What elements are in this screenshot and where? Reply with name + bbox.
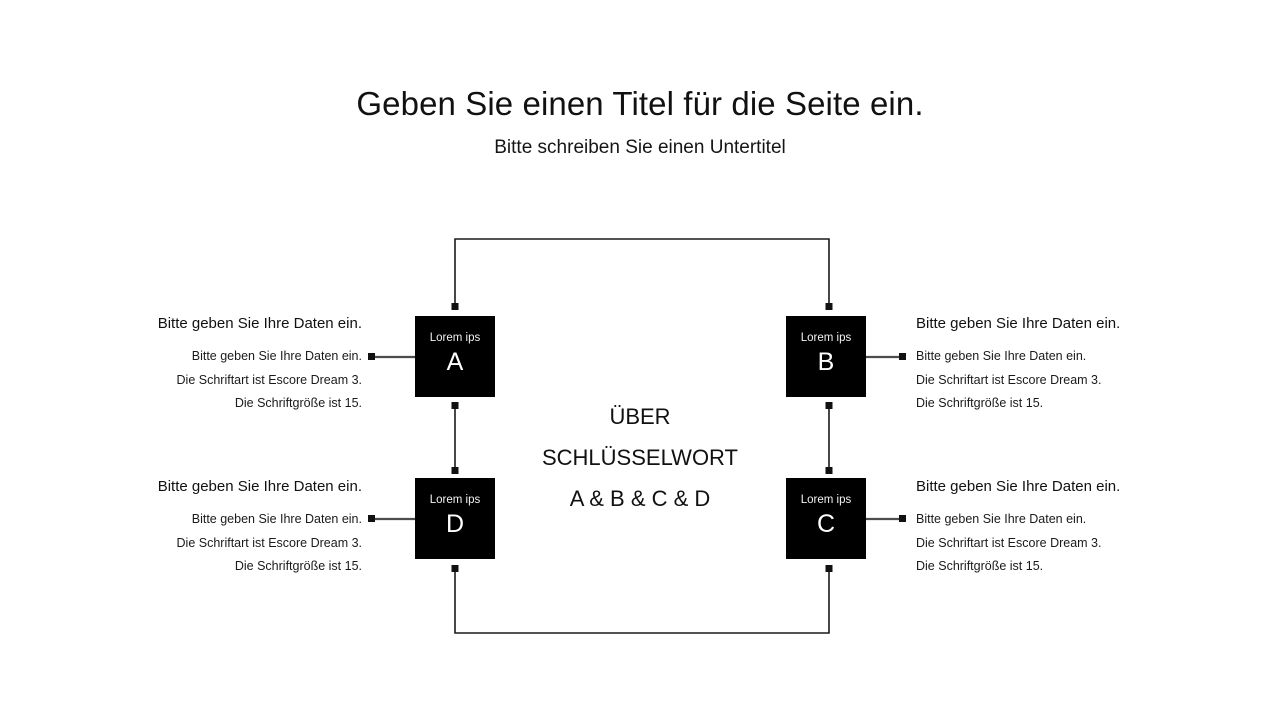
text-block-b-body: Bitte geben Sie Ihre Daten ein. Die Schr… <box>916 345 1166 416</box>
text-block-d-line-3: Die Schriftgröße ist 15. <box>234 559 362 573</box>
text-block-c-body: Bitte geben Sie Ihre Daten ein. Die Schr… <box>916 508 1166 579</box>
connector-left-a-d <box>451 402 459 474</box>
leader-line-d <box>368 515 415 522</box>
text-block-b-line-2: Die Schriftart ist Escore Dream 3. <box>916 372 1102 387</box>
text-block-c-line-3: Die Schriftgröße ist 15. <box>916 559 1044 573</box>
text-block-a[interactable]: Bitte geben Sie Ihre Daten ein. Bitte ge… <box>112 315 362 416</box>
node-letter-a: A <box>446 348 464 376</box>
text-block-b[interactable]: Bitte geben Sie Ihre Daten ein. Bitte ge… <box>916 315 1166 416</box>
text-block-b-line-1: Bitte geben Sie Ihre Daten ein. <box>916 349 1087 363</box>
text-block-b-line-3: Die Schriftgröße ist 15. <box>916 396 1044 410</box>
node-box-b[interactable]: Lorem ips B <box>786 316 866 397</box>
text-block-a-body: Bitte geben Sie Ihre Daten ein. Die Schr… <box>112 345 362 416</box>
text-block-d-line-1: Bitte geben Sie Ihre Daten ein. <box>191 512 362 526</box>
connector-top-a-b <box>451 238 833 310</box>
node-box-c[interactable]: Lorem ips C <box>786 478 866 559</box>
node-letter-b: B <box>817 348 835 376</box>
text-block-c-heading: Bitte geben Sie Ihre Daten ein. <box>916 478 1121 495</box>
text-block-a-heading: Bitte geben Sie Ihre Daten ein. <box>157 315 362 332</box>
node-caption-c: Lorem ips <box>800 494 852 506</box>
leader-line-b <box>866 353 906 360</box>
node-box-d[interactable]: Lorem ips D <box>415 478 495 559</box>
text-block-a-line-1: Bitte geben Sie Ihre Daten ein. <box>191 349 362 363</box>
text-block-a-line-2: Die Schriftart ist Escore Dream 3. <box>176 372 362 387</box>
leader-line-a <box>368 353 415 360</box>
text-block-d-line-2: Die Schriftart ist Escore Dream 3. <box>176 535 362 550</box>
text-block-c-line-2: Die Schriftart ist Escore Dream 3. <box>916 535 1102 550</box>
text-block-d[interactable]: Bitte geben Sie Ihre Daten ein. Bitte ge… <box>112 478 362 579</box>
page-subtitle[interactable]: Bitte schreiben Sie einen Untertitel <box>494 137 786 158</box>
center-keyword-line-2: SCHLÜSSELWORT <box>541 445 738 470</box>
connector-bottom-d-c <box>451 565 833 634</box>
node-caption-d: Lorem ips <box>429 494 481 506</box>
node-box-a[interactable]: Lorem ips A <box>415 316 495 397</box>
center-keyword-line-1: ÜBER <box>609 404 671 429</box>
center-keyword-line-3: A & B & C & D <box>569 486 711 511</box>
text-block-c-line-1: Bitte geben Sie Ihre Daten ein. <box>916 512 1087 526</box>
node-caption-b: Lorem ips <box>800 332 852 344</box>
node-letter-d: D <box>445 510 465 538</box>
node-caption-a: Lorem ips <box>429 332 481 344</box>
leader-line-c <box>866 515 906 522</box>
text-block-d-body: Bitte geben Sie Ihre Daten ein. Die Schr… <box>112 508 362 579</box>
text-block-a-line-3: Die Schriftgröße ist 15. <box>234 396 362 410</box>
node-letter-c: C <box>816 510 836 538</box>
page-title[interactable]: Geben Sie einen Titel für die Seite ein. <box>356 85 924 122</box>
center-keyword-text[interactable]: ÜBER SCHLÜSSELWORT A & B & C & D <box>510 396 770 519</box>
text-block-b-heading: Bitte geben Sie Ihre Daten ein. <box>916 315 1121 332</box>
connector-right-b-c <box>825 402 833 474</box>
text-block-c[interactable]: Bitte geben Sie Ihre Daten ein. Bitte ge… <box>916 478 1166 579</box>
text-block-d-heading: Bitte geben Sie Ihre Daten ein. <box>157 478 362 495</box>
